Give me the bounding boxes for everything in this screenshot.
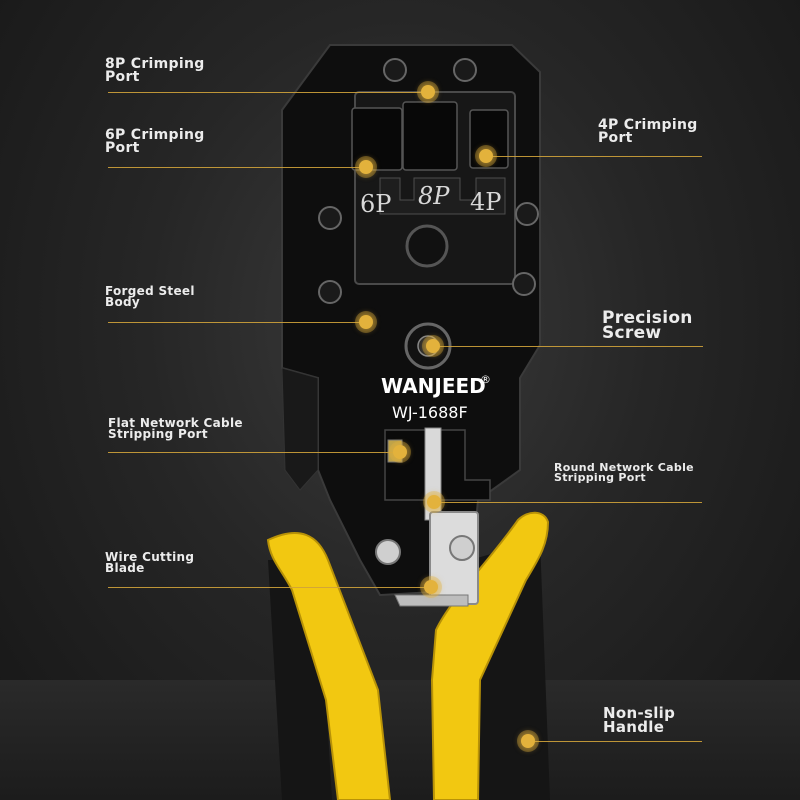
leader-6p-crimping-port <box>108 167 368 168</box>
port-6p-cavity <box>351 107 403 171</box>
marker-round-cable-stripping-port <box>427 495 441 509</box>
marker-precision-screw <box>426 339 440 353</box>
marker-flat-cable-stripping-port <box>393 445 407 459</box>
leader-4p-crimping-port <box>486 156 702 157</box>
marker-forged-steel-body <box>359 315 373 329</box>
rivets <box>318 58 539 304</box>
marker-6p-crimping-port <box>359 160 373 174</box>
marker-wire-cutting-blade <box>424 580 438 594</box>
label-flat-cable-stripping-port: Flat Network Cable Stripping Port <box>108 416 243 441</box>
brand-registered-mark: ® <box>480 373 491 386</box>
blade-screw-right <box>449 535 475 561</box>
port-8p-cavity <box>402 101 458 171</box>
leader-wire-cutting-blade <box>108 587 431 588</box>
left-yellow-grip <box>266 531 392 800</box>
label-round-cable-stripping-port: Round Network Cable Stripping Port <box>554 461 694 484</box>
label-forged-steel-body: Forged Steel Body <box>105 284 195 309</box>
leader-non-slip-handle <box>528 741 702 742</box>
die-center-bolt <box>405 224 449 268</box>
floor-shadow <box>0 680 800 800</box>
marker-8p-crimping-port <box>421 85 435 99</box>
marker-non-slip-handle <box>521 734 535 748</box>
blade-screw-left <box>375 539 401 565</box>
marker-4p-crimping-port <box>479 149 493 163</box>
die-marking-6p: 6P <box>360 190 391 218</box>
leader-8p-crimping-port <box>108 92 428 93</box>
label-6p-crimping-port: 6P Crimping Port <box>105 127 205 156</box>
wire-cutting-edge <box>394 594 469 607</box>
pivot-arm <box>281 367 319 491</box>
leader-precision-screw <box>433 346 703 347</box>
brand-logo: WANJEED <box>381 374 486 398</box>
leader-round-cable-stripping-port <box>434 502 702 503</box>
label-8p-crimping-port: 8P Crimping Port <box>105 56 205 85</box>
label-precision-screw: Precision Screw <box>602 308 693 343</box>
leader-flat-cable-stripping-port <box>108 452 400 453</box>
die-marking-8p: 8P <box>418 182 450 210</box>
label-4p-crimping-port: 4P Crimping Port <box>598 117 698 146</box>
model-number: WJ-1688F <box>392 403 468 422</box>
label-non-slip-handle: Non-slip Handle <box>603 704 676 736</box>
die-marking-4p: 4P <box>470 188 501 216</box>
leader-forged-steel-body <box>108 322 366 323</box>
die-teeth <box>379 177 506 215</box>
label-wire-cutting-blade: Wire Cutting Blade <box>105 550 195 575</box>
